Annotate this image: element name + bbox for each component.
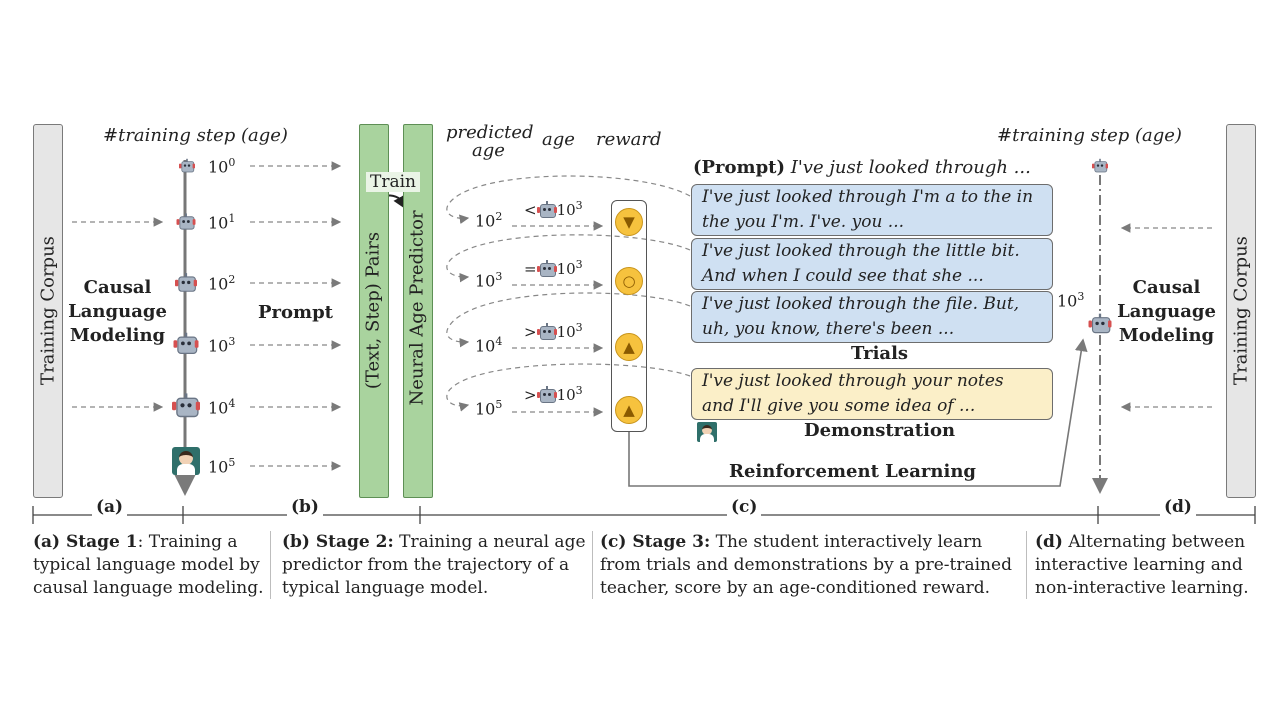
trial-bubble: I've just looked through the file. But,u… xyxy=(691,291,1053,343)
robot-icon xyxy=(1092,158,1108,173)
age-comparison: >103 xyxy=(524,384,583,404)
section-label-a: (a) xyxy=(92,497,128,517)
train-label: Train xyxy=(366,172,420,192)
ok-hand-icon: ○ xyxy=(615,267,643,295)
robot-icon xyxy=(179,158,195,173)
robot-icon xyxy=(172,393,200,418)
robot-icon xyxy=(537,260,557,278)
teacher-avatar-icon xyxy=(697,422,717,442)
caption-a: (a) Stage 1: Training a typical language… xyxy=(33,532,264,598)
feedback-loop xyxy=(446,363,691,412)
rl-arrow xyxy=(628,338,1088,487)
caption-c: (c) Stage 3: The student interactively l… xyxy=(600,532,1012,598)
step-label: 103 xyxy=(208,335,236,356)
section-label-c: (c) xyxy=(727,497,762,517)
axis-title-a: #training step (age) xyxy=(103,125,288,146)
robot-icon xyxy=(175,273,197,293)
feedback-loop xyxy=(446,234,691,283)
predictor-label: Neural Age Predictor xyxy=(406,210,428,406)
section-label-d: (d) xyxy=(1160,497,1196,517)
robot-icon xyxy=(1088,313,1112,335)
age-comparison: <103 xyxy=(524,199,583,219)
robot-icon xyxy=(176,213,196,230)
training-corpus-label-left: Training Corpus xyxy=(37,236,59,385)
caption-d: (d) Alternating between interactive lear… xyxy=(1035,532,1249,598)
step-label: 105 xyxy=(208,456,236,477)
causal-lm-label-a: Causal Language Modeling xyxy=(68,277,167,346)
step-label-d: 103 xyxy=(1057,290,1085,311)
col-age: age xyxy=(542,129,575,150)
causal-lm-label-d: Causal Language Modeling xyxy=(1117,277,1216,346)
thumbs-up-icon: ▲ xyxy=(615,396,643,424)
caption-b: (b) Stage 2: Training a neural age predi… xyxy=(282,532,586,598)
feedback-loop xyxy=(446,175,691,225)
demonstration-label: Demonstration xyxy=(804,420,956,441)
training-corpus-bar-right xyxy=(1226,124,1256,498)
teacher-avatar-icon xyxy=(172,447,200,475)
prompt-line: (Prompt) I've just looked through ... xyxy=(693,157,1031,178)
training-corpus-label-right: Training Corpus xyxy=(1230,236,1252,385)
step-label: 100 xyxy=(208,156,236,177)
predicted-age: 103 xyxy=(475,270,503,291)
robot-icon xyxy=(537,323,557,341)
col-predicted-age: predicted age xyxy=(446,122,534,161)
predicted-age: 102 xyxy=(475,210,503,231)
age-comparison: >103 xyxy=(524,321,583,341)
axis-title-d: #training step (age) xyxy=(997,125,1182,146)
trial-bubble: I've just looked through the little bit.… xyxy=(691,238,1053,290)
col-reward: reward xyxy=(596,129,662,150)
reward-box xyxy=(611,200,647,432)
predicted-age: 105 xyxy=(475,398,503,419)
step-label: 102 xyxy=(208,273,236,294)
thumbs-down-icon: ▼ xyxy=(615,208,643,236)
age-comparison: =103 xyxy=(524,258,583,278)
thumbs-up-icon: ▲ xyxy=(615,333,643,361)
step-label: 104 xyxy=(208,397,236,418)
rl-label: Reinforcement Learning xyxy=(729,461,976,482)
pairs-label: (Text, Step) Pairs xyxy=(362,231,384,390)
step-label: 101 xyxy=(208,212,236,233)
robot-icon xyxy=(537,386,557,404)
robot-icon xyxy=(173,332,199,356)
training-corpus-bar-left xyxy=(33,124,63,498)
prompt-label: Prompt xyxy=(258,302,333,323)
robot-icon xyxy=(537,201,557,219)
trials-label: Trials xyxy=(851,343,909,364)
feedback-loop xyxy=(446,292,691,348)
section-label-b: (b) xyxy=(287,497,323,517)
predicted-age: 104 xyxy=(475,335,503,356)
trial-bubble: I've just looked through I'm a to the in… xyxy=(691,184,1053,236)
